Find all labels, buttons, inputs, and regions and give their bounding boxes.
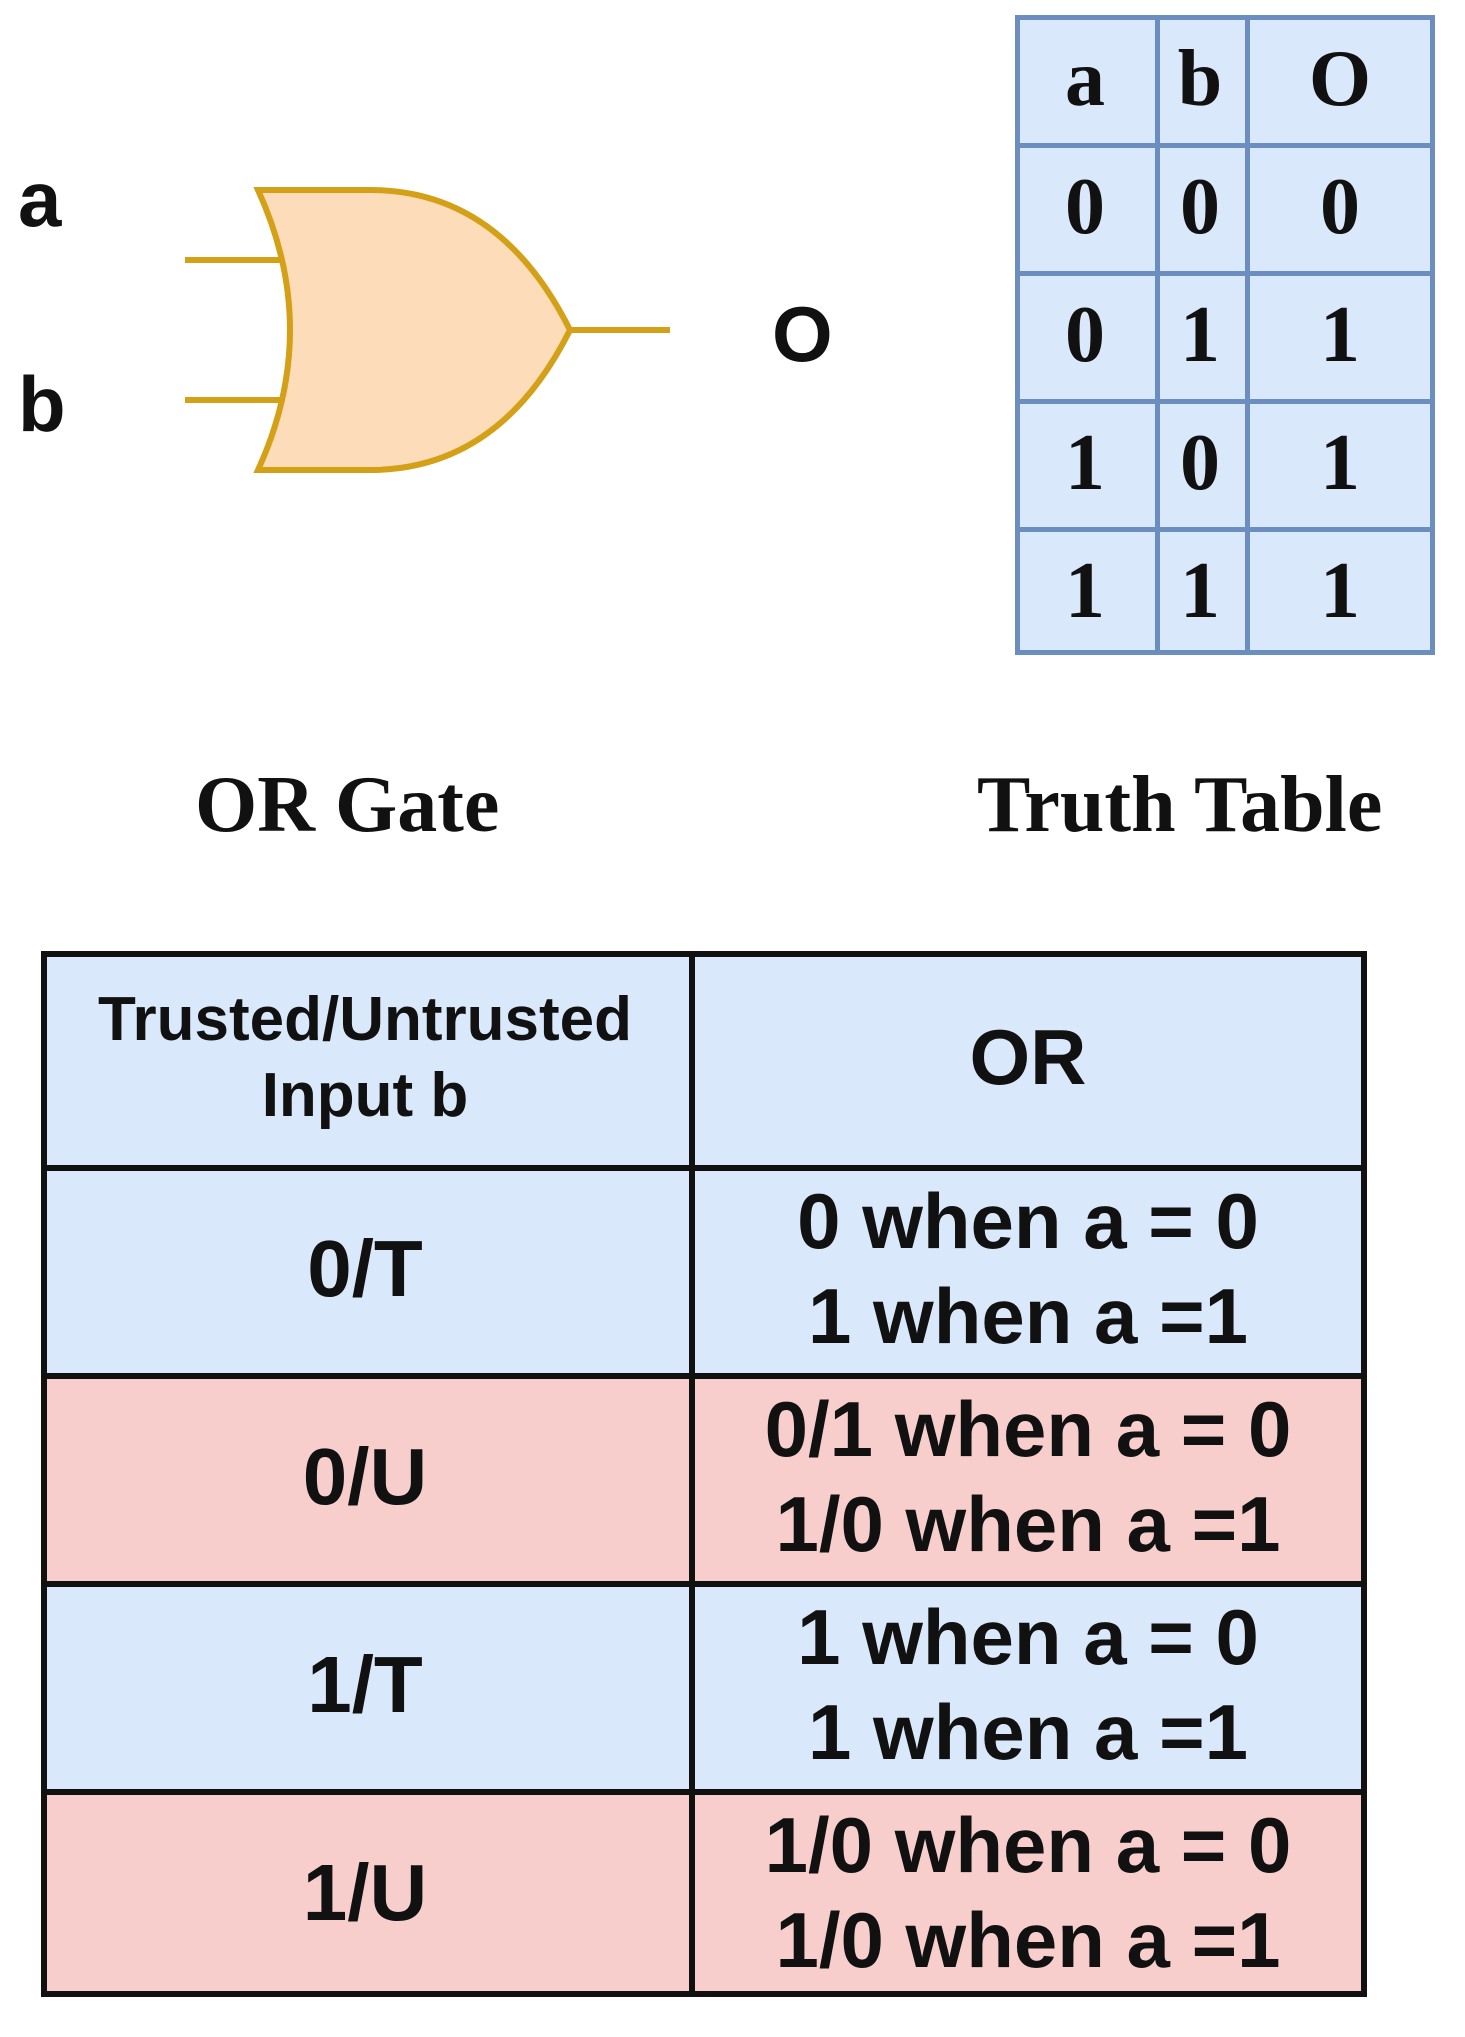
trust-table-input-cell-text: 1/U [302, 1848, 428, 1938]
or-gate-diagram [185, 187, 670, 473]
trust-table-output-cell-text: 0 when a = 0 [797, 1176, 1259, 1265]
truth-table-hline [1015, 527, 1435, 532]
truth-table-cell: 0 [1180, 163, 1220, 251]
trust-table-vline [1361, 951, 1367, 1997]
truth-table-caption: Truth Table [977, 761, 1383, 849]
trust-table-hline [41, 951, 1367, 957]
trust-table-input-cell-text: 0/T [307, 1224, 423, 1314]
truth-table-cell: 1 [1065, 419, 1105, 507]
or-gate-symbol [253, 187, 574, 473]
trust-table-header-input-text: Trusted/Untrusted [98, 985, 632, 1055]
truth-table-cell: 1 [1320, 419, 1360, 507]
trust-table-output-cell-text: 1/0 when a =1 [775, 1480, 1281, 1568]
trust-table-input-cell: 0/T [41, 1165, 689, 1373]
trust-table-header-or: OR [689, 951, 1367, 1165]
truth-table-cell: 1 [1065, 547, 1105, 635]
trust-table-input-cell: 1/U [41, 1789, 689, 1997]
truth-table-vline [1430, 15, 1435, 655]
truth-table-cell: 0 [1065, 163, 1105, 251]
trust-table-header-or-text: OR [969, 1013, 1087, 1102]
truth-table-hline [1015, 143, 1435, 148]
trust-table-output-cell-text: 1/0 when a =1 [775, 1896, 1281, 1984]
truth-table-cell: 0 [1065, 291, 1105, 379]
truth-table-cell: 1 [1180, 547, 1220, 635]
or-gate-caption: OR Gate [195, 761, 500, 849]
trust-table-output-cell-text: 1 when a =1 [807, 1688, 1249, 1776]
truth-table-vline [1245, 15, 1250, 655]
trust-table-input-cell-text: 1/T [307, 1640, 423, 1730]
truth-table-header-cell: O [1308, 35, 1372, 123]
truth-table-hline [1015, 399, 1435, 404]
trust-table-hline [41, 1165, 1367, 1171]
trust-table-row-bg [41, 1789, 1367, 1997]
truth-table-header-cell: b [1177, 35, 1223, 123]
truth-table-hline [1015, 271, 1435, 276]
truth-table-hline [1015, 650, 1435, 655]
output-label: O [772, 290, 833, 378]
trust-table-hline [41, 1581, 1367, 1587]
trust-table-output-cell-text: 1 when a =1 [807, 1272, 1249, 1360]
truth-table-cell: 1 [1180, 291, 1220, 379]
trust-table-header-bg [41, 951, 1367, 1165]
trust-table-row-bg [41, 1373, 1367, 1581]
trust-table-vline [689, 951, 695, 1997]
trust-table-row-bg [41, 1165, 1367, 1373]
trust-table-input-cell: 1/T [41, 1581, 689, 1789]
trust-table-row-bg [41, 1581, 1367, 1789]
truth-table-header-cell: a [1065, 35, 1105, 123]
trust-table-output-cell-text: 1/0 when a = 0 [764, 1800, 1292, 1889]
input-a-label: a [18, 155, 62, 243]
truth-table-cell: 1 [1320, 291, 1360, 379]
trust-table-output-cell-text: 0/1 when a = 0 [764, 1384, 1292, 1473]
trust-table-hline [41, 1991, 1367, 1997]
trust-table-input-cell-text: 0/U [302, 1432, 428, 1522]
truth-table-cell: 0 [1180, 419, 1220, 507]
trust-table-input-cell: 0/U [41, 1373, 689, 1581]
truth-table-hline [1015, 15, 1435, 20]
truth-table-cell: 0 [1320, 163, 1360, 251]
trust-table-hline [41, 1373, 1367, 1379]
trust-table-header-input-text: Input b [261, 1061, 469, 1130]
trust-table-vline [41, 951, 47, 1997]
truth-table-vline [1155, 15, 1160, 655]
truth-table-cell: 1 [1320, 547, 1360, 635]
truth-table-vline [1015, 15, 1020, 655]
or-gate-wires [185, 257, 670, 403]
trust-table-output-cell-text: 1 when a = 0 [797, 1592, 1259, 1681]
trust-table-hline [41, 1789, 1367, 1795]
input-b-label: b [18, 360, 66, 448]
